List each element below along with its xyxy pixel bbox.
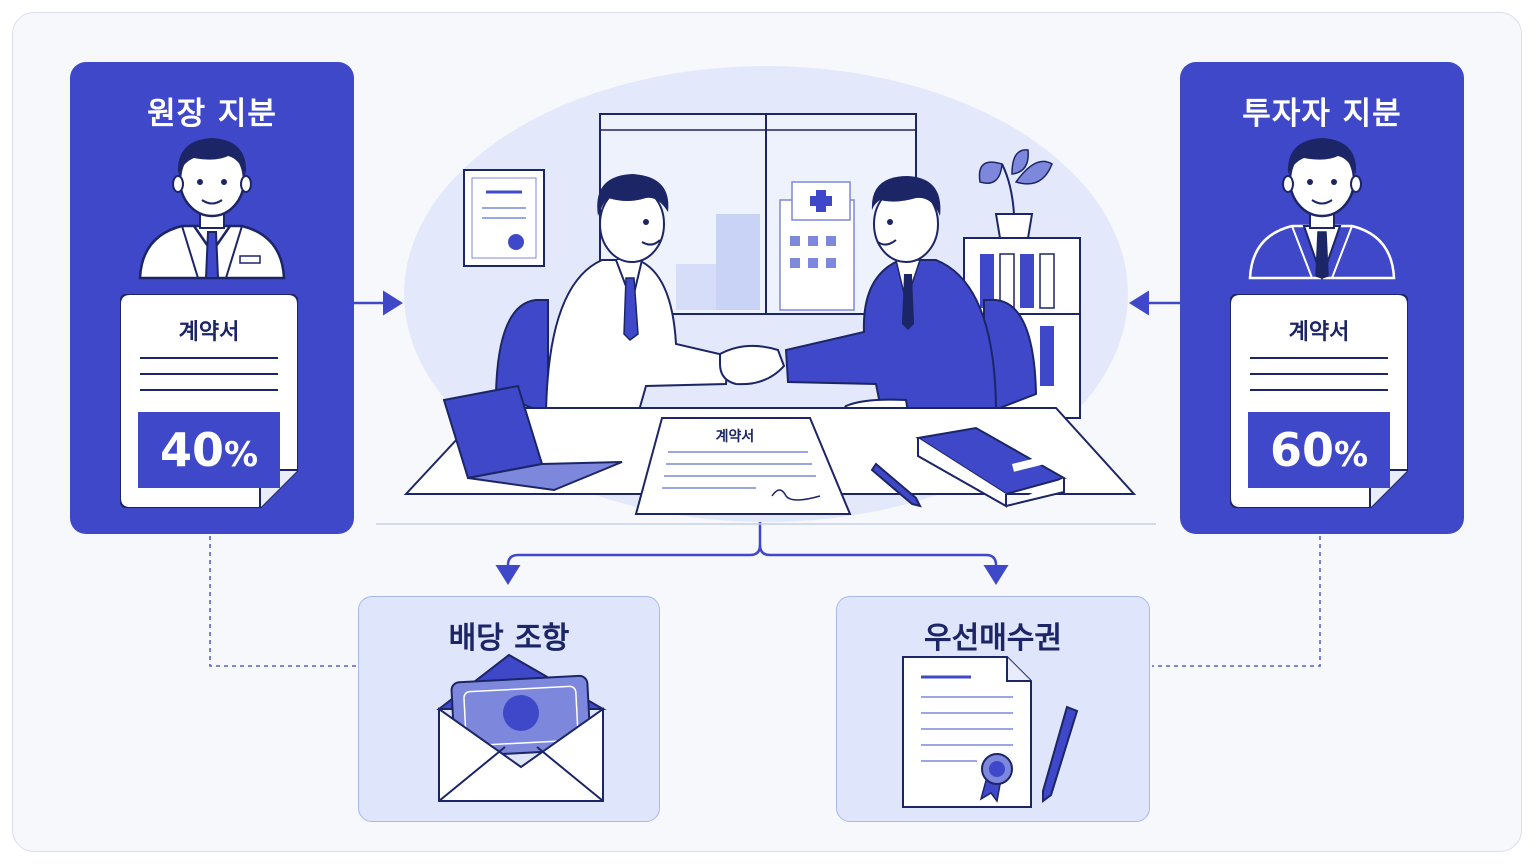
director-share-value: 40 [159, 423, 224, 477]
plant-icon [978, 149, 1053, 239]
investor-avatar-icon [1248, 138, 1396, 280]
dashed-right-link [1152, 536, 1321, 667]
dashed-left-link [209, 536, 356, 667]
investor-contract-card: 계약서 60% [1230, 294, 1408, 508]
contract-paper-icon [634, 417, 852, 515]
doctor-chair-icon [494, 299, 549, 416]
director-share-panel: 원장 지분 계약서 [70, 62, 354, 534]
contract-document-icon [1230, 294, 1408, 508]
certificate-frame-icon [463, 169, 545, 267]
laptop-icon [442, 384, 623, 492]
director-contract-card: 계약서 40% [120, 294, 298, 508]
dividend-clause-title: 배당 조항 [448, 621, 570, 656]
arrow-to-preemption [758, 544, 1009, 585]
doctor-avatar-icon [138, 138, 286, 280]
director-contract-label: 계약서 [178, 320, 240, 345]
contract-document-icon [120, 294, 298, 508]
handshake-icon [719, 344, 786, 386]
director-share-percentage: 40% [138, 412, 280, 488]
investor-share-title: 투자자 지분 [1242, 96, 1402, 132]
scene-contract-label: 계약서 [715, 429, 755, 445]
binder-icon [915, 426, 1067, 508]
investor-chair-icon [983, 299, 1038, 416]
investor-share-unit: % [1333, 435, 1369, 475]
certified-document-icon [902, 656, 1079, 808]
investor-share-percentage: 60% [1248, 412, 1390, 488]
director-share-unit: % [223, 435, 259, 475]
preemption-right-title: 우선매수권 [924, 621, 1062, 656]
investor-share-panel: 투자자 지분 계약서 60% [1180, 62, 1464, 534]
dividend-clause-box: 배당 조항 [358, 596, 660, 822]
doctor-figure-icon [544, 174, 730, 415]
investor-share-value: 60 [1269, 423, 1334, 477]
director-share-title: 원장 지분 [147, 96, 277, 132]
investor-contract-label: 계약서 [1288, 320, 1350, 345]
preemption-right-box: 우선매수권 [836, 596, 1150, 822]
money-envelope-icon [436, 653, 607, 802]
pen-icon [870, 462, 922, 508]
contract-signing-scene [376, 66, 1156, 525]
